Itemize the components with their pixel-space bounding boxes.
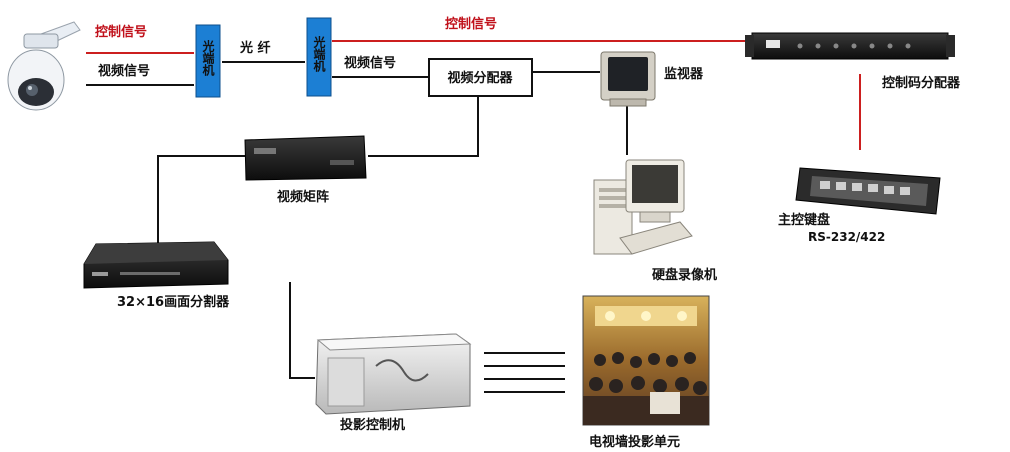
diagram-labels: 控制信号 视频信号 光 纤 控制信号 视频信号 监视器 控制码分配器 视频矩阵 … <box>95 16 961 450</box>
monitor-label: 监视器 <box>664 66 704 82</box>
video-matrix-label: 视频矩阵 <box>277 189 329 205</box>
projection-controller-label: 投影控制机 <box>340 417 405 433</box>
tv-wall-unit-label: 电视墙投影单元 <box>589 434 680 450</box>
fiber-converter-left-label: 光端机 <box>201 39 215 77</box>
connection-lines <box>86 40 861 393</box>
control-signal-top-label: 控制信号 <box>445 16 497 32</box>
projection-controller-icon <box>315 333 472 415</box>
video-matrix-icon <box>244 135 367 181</box>
distributor-to-matrix-line <box>368 97 479 157</box>
conference-photo-icon <box>582 295 710 426</box>
fiber-label: 光 纤 <box>239 40 271 56</box>
video-distributor-label: 视频分配器 <box>447 70 513 86</box>
video-signal-left-label: 视频信号 <box>98 63 150 79</box>
screen-splitter-icon <box>83 241 229 289</box>
fiber-converter-right: 光端机 <box>306 17 332 97</box>
desktop-computer-icon <box>593 159 693 255</box>
dvr-label: 硬盘录像机 <box>652 267 717 283</box>
fiber-converter-left: 光端机 <box>195 24 221 98</box>
control-signal-left-label: 控制信号 <box>95 24 147 40</box>
main-keyboard-label: 主控键盘 <box>778 212 830 228</box>
fiber-converter-right-label: 光端机 <box>312 35 326 73</box>
keyboard-protocol-label: RS-232/422 <box>808 230 885 244</box>
control-keyboard-icon <box>795 167 941 215</box>
screen-splitter-label: 32×16画面分割器 <box>117 294 230 310</box>
matrix-to-splitter-line <box>157 155 245 245</box>
control-code-distributor-label: 控制码分配器 <box>882 75 961 91</box>
control-code-distributor-icon <box>745 32 955 60</box>
video-distributor: 视频分配器 <box>428 58 533 97</box>
video-signal-mid-label: 视频信号 <box>344 55 396 71</box>
crt-monitor-icon <box>600 51 656 107</box>
dome-camera-icon <box>7 21 81 111</box>
splitter-to-projector-line <box>289 282 315 379</box>
